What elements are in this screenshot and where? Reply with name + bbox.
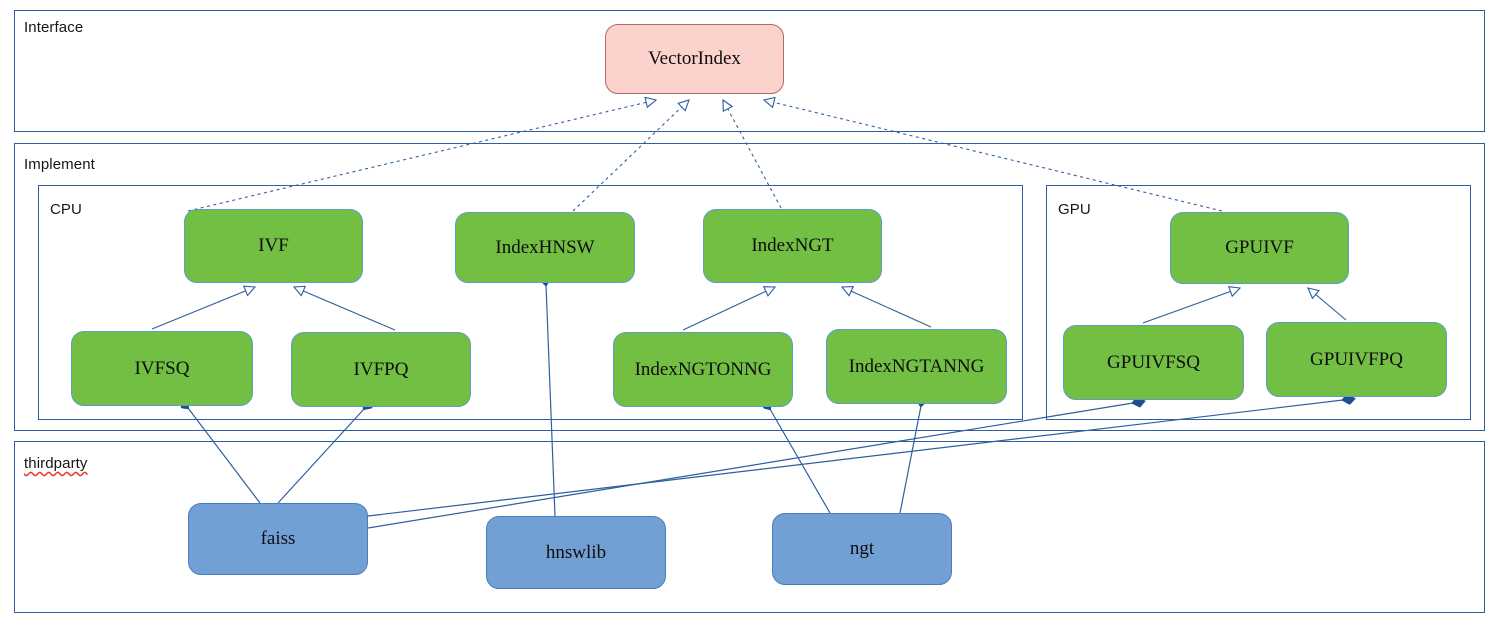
- node-label-gpuivfpq: GPUIVFPQ: [1310, 348, 1403, 370]
- node-label-hnswlib: hnswlib: [545, 541, 607, 563]
- container-label-implement: Implement: [24, 156, 95, 173]
- node-label-ivfpq: IVFPQ: [353, 358, 409, 380]
- node-label-indexngtonng: IndexNGTONNG: [634, 358, 772, 380]
- node-ngt[interactable]: ngt: [772, 513, 952, 585]
- node-label-ivf: IVF: [258, 235, 289, 257]
- node-hnswlib[interactable]: hnswlib: [486, 516, 666, 589]
- node-vectorindex[interactable]: VectorIndex: [605, 24, 784, 94]
- container-label-gpu: GPU: [1058, 201, 1091, 218]
- node-indexngt[interactable]: IndexNGT: [703, 209, 882, 283]
- node-label-faiss: faiss: [260, 528, 296, 550]
- node-ivfsq[interactable]: IVFSQ: [71, 331, 253, 406]
- node-label-ivfsq: IVFSQ: [134, 357, 190, 379]
- container-thirdparty: [14, 441, 1485, 613]
- node-label-ngt: ngt: [849, 538, 875, 560]
- container-label-interface: Interface: [24, 19, 84, 36]
- container-implement: [14, 143, 1485, 431]
- node-label-indexngtanng: IndexNGTANNG: [848, 355, 985, 377]
- node-label-vectorindex: VectorIndex: [648, 48, 741, 70]
- container-label-cpu: CPU: [50, 201, 82, 218]
- container-gpu: [1046, 185, 1471, 420]
- node-label-gpuivf: GPUIVF: [1225, 237, 1294, 259]
- container-interface: [14, 10, 1485, 132]
- container-cpu: [38, 185, 1023, 420]
- node-label-indexngt: IndexNGT: [751, 235, 834, 257]
- node-indexhnsw[interactable]: IndexHNSW: [455, 212, 635, 283]
- node-label-indexhnsw: IndexHNSW: [495, 236, 595, 258]
- node-gpuivf[interactable]: GPUIVF: [1170, 212, 1349, 284]
- node-indexngtonng[interactable]: IndexNGTONNG: [613, 332, 793, 407]
- node-indexngtanng[interactable]: IndexNGTANNG: [826, 329, 1007, 404]
- node-label-gpuivfsq: GPUIVFSQ: [1107, 351, 1200, 373]
- node-gpuivfpq[interactable]: GPUIVFPQ: [1266, 322, 1447, 397]
- node-ivfpq[interactable]: IVFPQ: [291, 332, 471, 407]
- node-ivf[interactable]: IVF: [184, 209, 363, 283]
- node-gpuivfsq[interactable]: GPUIVFSQ: [1063, 325, 1244, 400]
- container-label-thirdparty: thirdparty: [24, 455, 88, 472]
- node-faiss[interactable]: faiss: [188, 503, 368, 575]
